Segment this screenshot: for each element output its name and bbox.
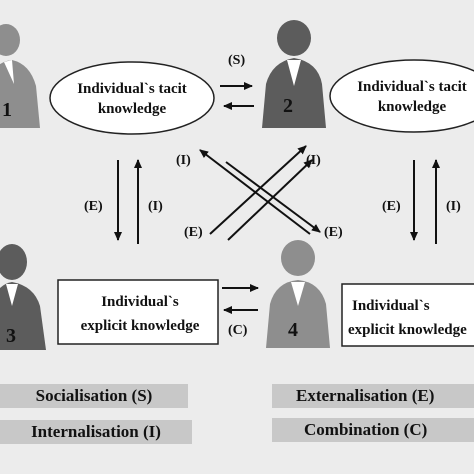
- box-left-line1: Individual`s: [101, 294, 179, 310]
- label-i-left: (I): [148, 199, 163, 214]
- legend-socialisation: Socialisation (S): [0, 384, 188, 408]
- legend-internalisation: Internalisation (I): [0, 420, 192, 444]
- ellipse-left-line2: knowledge: [98, 101, 167, 117]
- ellipse-right-line2: knowledge: [378, 99, 447, 115]
- label-i-right: (I): [446, 199, 461, 214]
- label-i-diag-left: (I): [176, 153, 191, 168]
- ellipse-right-line1: Individual`s tacit: [357, 79, 467, 95]
- person-4-icon: 4: [266, 240, 330, 348]
- box-right-line1: Individual`s: [352, 298, 430, 314]
- label-s: (S): [228, 53, 245, 68]
- explicit-knowledge-box-left: Individual`s explicit knowledge: [57, 279, 219, 345]
- arrow-i-diag-upright: [209, 145, 307, 235]
- person-2-icon: 2: [262, 20, 326, 128]
- arrow-i-diag-upleft: [199, 149, 311, 235]
- person-3-number: 3: [6, 325, 16, 347]
- explicit-knowledge-box-right: Individual`s explicit knowledge: [341, 283, 474, 347]
- label-e-diag-left: (E): [184, 225, 203, 240]
- box-left-line2: explicit knowledge: [81, 318, 200, 334]
- person-4-number: 4: [288, 319, 298, 341]
- tacit-knowledge-ellipse-right: Individual`s tacit knowledge: [329, 59, 474, 133]
- arrow-e-diag-upright: [227, 159, 313, 241]
- person-1-number: 1: [2, 99, 12, 121]
- box-right-line2: explicit knowledge: [348, 322, 467, 338]
- tacit-knowledge-ellipse-left: Individual`s tacit knowledge: [49, 61, 215, 135]
- label-e-right: (E): [382, 199, 401, 214]
- legend-externalisation: Externalisation (E): [272, 384, 474, 408]
- person-2-number: 2: [283, 95, 293, 117]
- label-c: (C): [228, 323, 248, 338]
- label-e-left: (E): [84, 199, 103, 214]
- person-1-icon: 1: [0, 24, 40, 128]
- arrow-e-diag-downright: [225, 161, 321, 233]
- person-3-icon: 3: [0, 244, 46, 350]
- legend-combination: Combination (C): [272, 418, 474, 442]
- ellipse-left-line1: Individual`s tacit: [77, 81, 187, 97]
- label-i-diag-right: (I): [306, 153, 321, 168]
- label-e-diag-right: (E): [324, 225, 343, 240]
